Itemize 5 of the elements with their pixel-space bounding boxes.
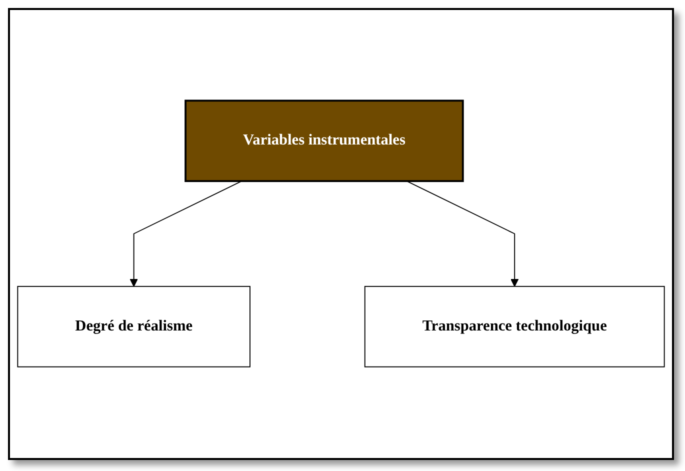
node-box: Variables instrumentales — [184, 100, 464, 182]
node-box: Degré de réalisme — [17, 286, 250, 368]
arrow — [406, 180, 519, 288]
arrow — [130, 180, 242, 288]
node-box: Transparence technologique — [364, 286, 665, 368]
